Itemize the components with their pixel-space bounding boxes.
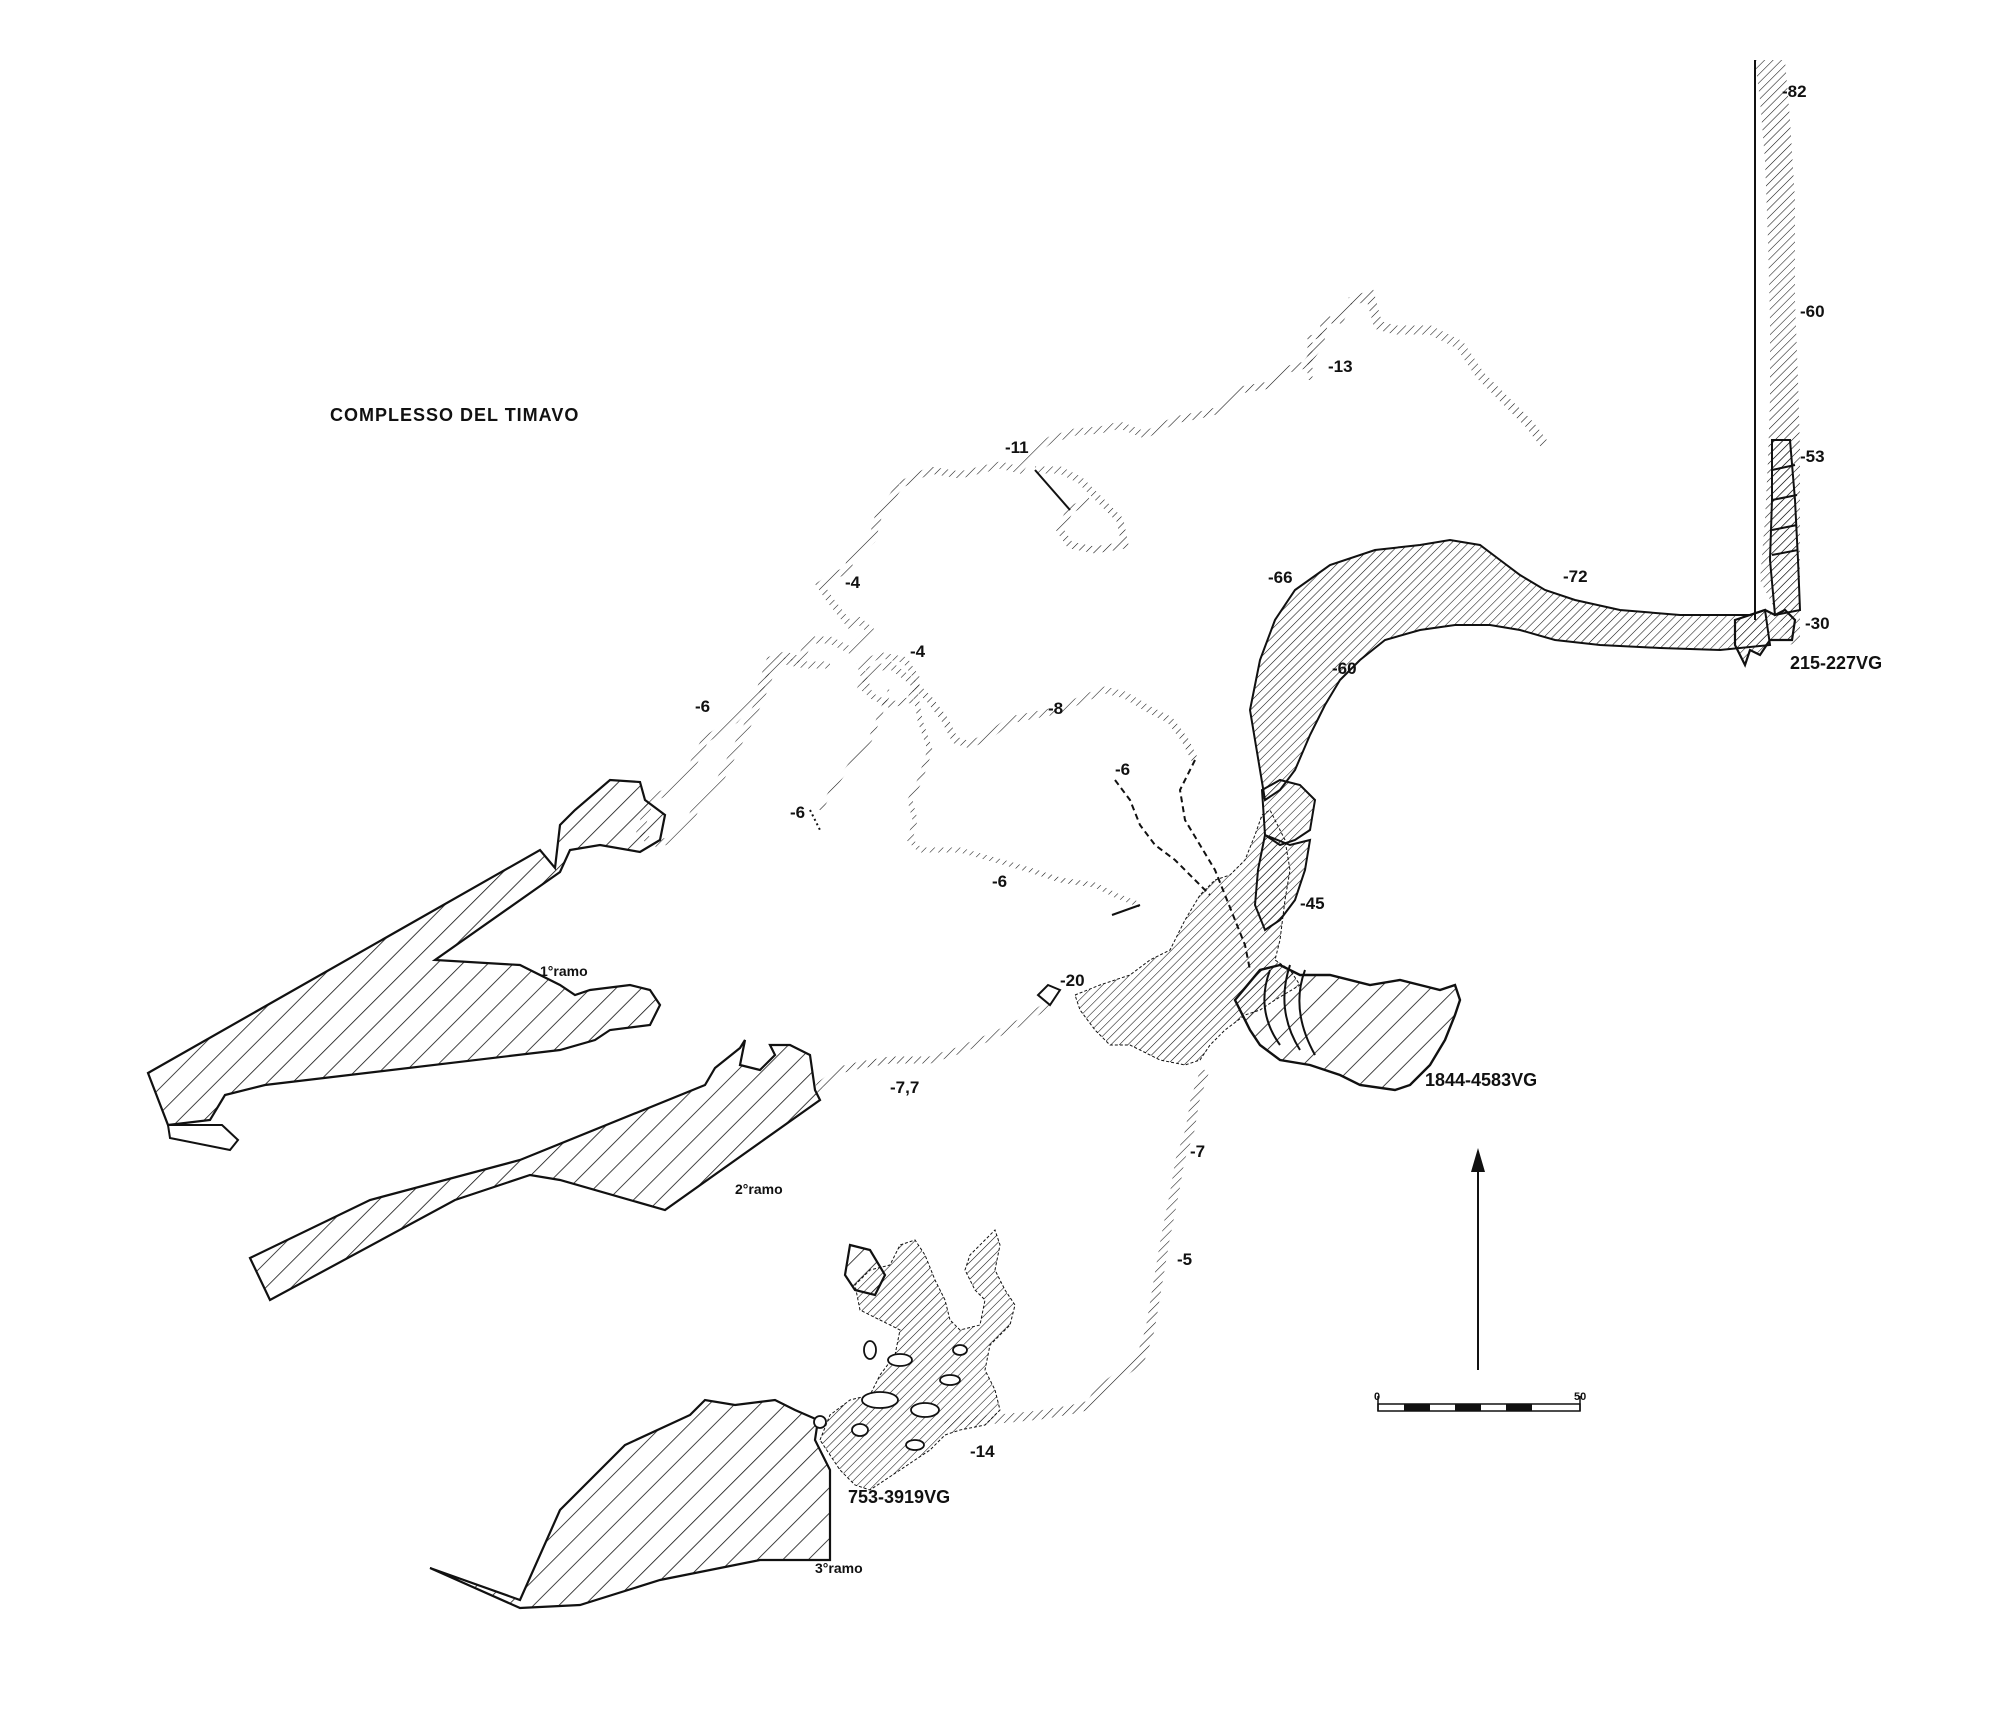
- depth-label: -11: [1005, 438, 1029, 457]
- deep-gallery-shaft-section: [1260, 778, 1317, 847]
- depth-label: -13: [1328, 357, 1353, 376]
- vertical-gallery-steps: [1771, 464, 1799, 556]
- entrance-1844-arcs: [1263, 964, 1316, 1056]
- north-arrow-icon: [1471, 1148, 1485, 1370]
- branch-3-river-shape-main: [429, 1398, 832, 1610]
- entrance-1844-4583VG: [1233, 963, 1462, 1092]
- cave-label-215-227VG: 215-227VG: [1790, 653, 1882, 673]
- depth-label: -20: [1060, 971, 1085, 990]
- scale-min-label: 0: [1374, 1391, 1380, 1403]
- branch-label-3: 3°ramo: [815, 1560, 863, 1576]
- depth-label: -6: [1115, 760, 1130, 779]
- depth-label: -30: [1805, 614, 1830, 633]
- entrance-215-227VG: [1733, 608, 1797, 668]
- depth-label: -7: [1190, 1142, 1205, 1161]
- scale-max-label: 50: [1574, 1391, 1586, 1403]
- depth-label: -6: [695, 697, 710, 716]
- depth-label: -6: [992, 872, 1007, 891]
- depth-label: -4: [845, 573, 861, 592]
- depth-label: -5: [1177, 1250, 1192, 1269]
- maze-753-3919VG: [813, 1229, 1016, 1491]
- cave-label-1844-4583VG: 1844-4583VG: [1425, 1070, 1537, 1090]
- scale-bar: 0 50: [1374, 1391, 1586, 1412]
- depth-label: -6: [790, 803, 805, 822]
- depth-labels: -82 -60 -53 -30 -13 -11 -4 -4 -6 -6 -6 -…: [695, 82, 1830, 1461]
- depth-label: -60: [1800, 302, 1825, 321]
- southern-gallery: [943, 1068, 1210, 1430]
- upper-gallery-network: [636, 289, 1549, 1097]
- branch-label-1: 1°ramo: [540, 963, 588, 979]
- cave-label-753-3919VG: 753-3919VG: [848, 1487, 950, 1507]
- branch-1-river-shape: [146, 778, 667, 1127]
- branch-label-2: 2°ramo: [735, 1181, 783, 1197]
- depth-label: -53: [1800, 447, 1825, 466]
- branch-2-river-shape: [248, 1039, 822, 1302]
- depth-label: -8: [1048, 699, 1063, 718]
- depth-label: -45: [1300, 894, 1325, 913]
- depth-label: -72: [1563, 567, 1588, 586]
- depth-label: -66: [1268, 568, 1293, 587]
- map-title: COMPLESSO DEL TIMAVO: [330, 405, 579, 425]
- depth-label: -4: [910, 642, 926, 661]
- depth-label: -7,7: [890, 1078, 919, 1097]
- branch-1-end-notch: [166, 1124, 240, 1152]
- depth-label: -60: [1332, 659, 1357, 678]
- depth-label: -14: [970, 1442, 995, 1461]
- depth-label: -82: [1782, 82, 1807, 101]
- deep-gallery-north: [1248, 538, 1772, 802]
- deep-gallery-lower: [1253, 833, 1312, 932]
